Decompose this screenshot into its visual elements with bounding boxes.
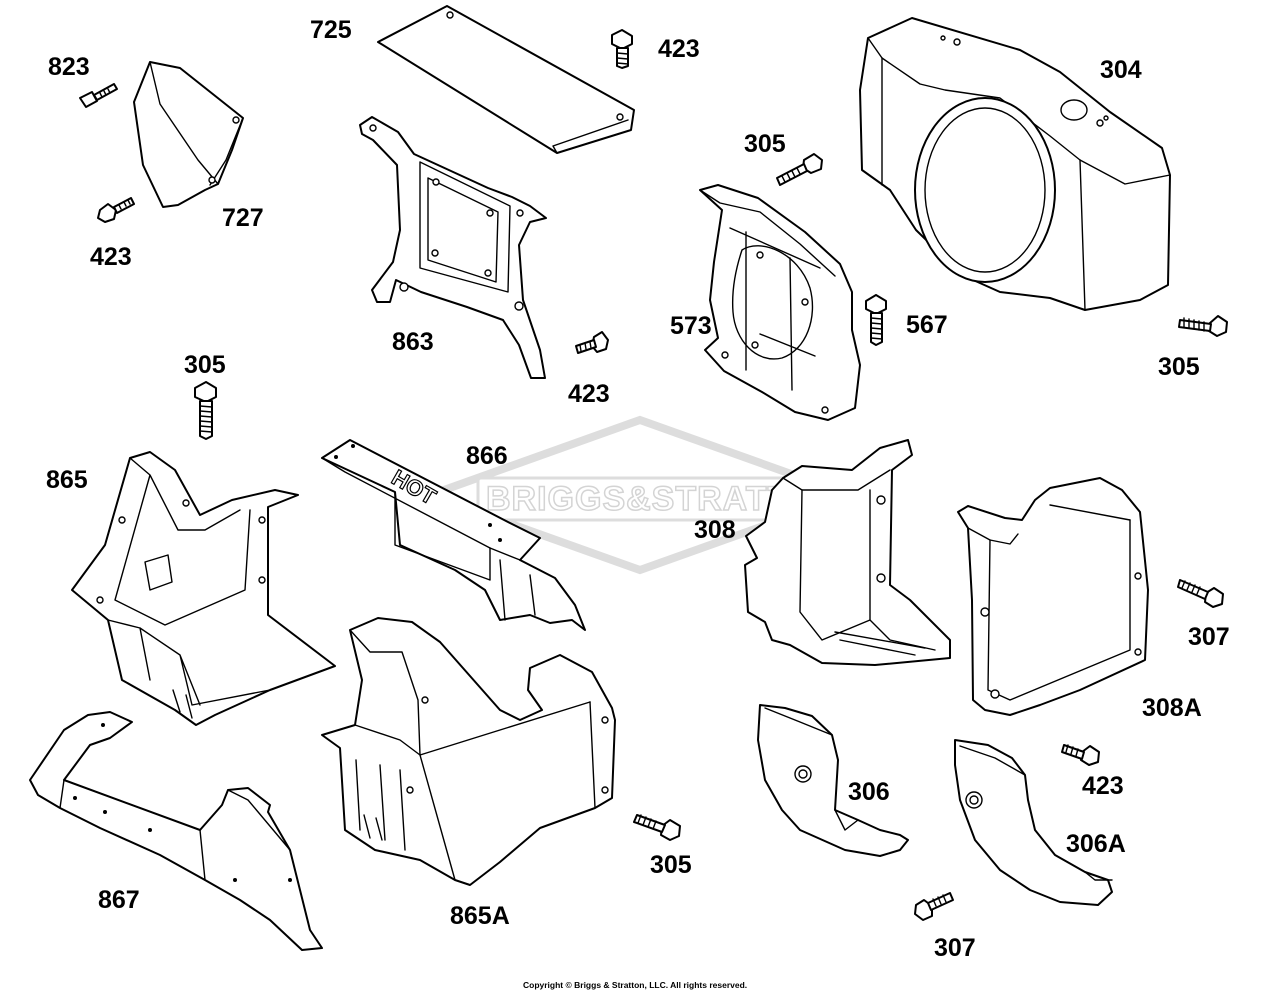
air-guide-865[interactable] bbox=[71, 451, 336, 726]
label-423-d: 423 bbox=[1082, 772, 1124, 800]
label-308: 308 bbox=[694, 516, 736, 544]
label-307-a: 307 bbox=[1188, 623, 1230, 651]
label-573: 573 bbox=[670, 312, 712, 340]
label-308A: 308A bbox=[1142, 694, 1202, 722]
shroud-308A[interactable] bbox=[957, 477, 1149, 716]
part-labels: 823 423 727 725 423 863 423 305 573 567 … bbox=[46, 16, 1230, 962]
label-305-b: 305 bbox=[1158, 353, 1200, 381]
label-823: 823 bbox=[48, 53, 90, 81]
label-306A: 306A bbox=[1066, 830, 1126, 858]
bolt-307-b[interactable] bbox=[914, 892, 954, 921]
label-307-b: 307 bbox=[934, 934, 976, 962]
label-306: 306 bbox=[848, 778, 890, 806]
label-423-b: 423 bbox=[658, 35, 700, 63]
bolt-305-c[interactable] bbox=[194, 381, 217, 440]
plate-725[interactable] bbox=[377, 5, 635, 154]
bolt-305-a[interactable] bbox=[776, 153, 823, 186]
bolt-567[interactable] bbox=[865, 294, 887, 346]
cover-306A[interactable] bbox=[954, 739, 1113, 906]
blower-housing-304[interactable] bbox=[859, 17, 1171, 311]
air-guide-865A[interactable] bbox=[321, 617, 616, 886]
cover-306[interactable] bbox=[757, 704, 909, 857]
label-423-a: 423 bbox=[90, 243, 132, 271]
label-305-c: 305 bbox=[184, 351, 226, 379]
label-305-d: 305 bbox=[650, 851, 692, 879]
bolt-423-b[interactable] bbox=[611, 29, 633, 69]
label-727: 727 bbox=[222, 204, 264, 232]
label-867: 867 bbox=[98, 886, 140, 914]
bracket-863[interactable] bbox=[359, 116, 547, 379]
deflector-727[interactable] bbox=[133, 61, 244, 208]
bolt-305-d[interactable] bbox=[633, 814, 681, 841]
shroud-308[interactable] bbox=[744, 439, 951, 666]
copyright-notice: Copyright © Briggs & Stratton, LLC. All … bbox=[523, 980, 747, 990]
label-567: 567 bbox=[906, 311, 948, 339]
label-865: 865 bbox=[46, 466, 88, 494]
label-304: 304 bbox=[1100, 56, 1142, 84]
bolt-423-c[interactable] bbox=[575, 331, 609, 354]
label-423-c: 423 bbox=[568, 380, 610, 408]
bolt-307-a[interactable] bbox=[1177, 579, 1224, 608]
bolt-423-d[interactable] bbox=[1061, 744, 1100, 766]
label-305-a: 305 bbox=[744, 130, 786, 158]
guide-867[interactable] bbox=[29, 711, 323, 951]
bolt-423-a[interactable] bbox=[97, 197, 135, 223]
label-865A: 865A bbox=[450, 902, 510, 930]
backplate-573[interactable] bbox=[699, 184, 861, 421]
label-725: 725 bbox=[310, 16, 352, 44]
bolt-305-b[interactable] bbox=[1178, 315, 1228, 337]
screw-823[interactable] bbox=[79, 83, 118, 108]
label-866: 866 bbox=[466, 442, 508, 470]
label-863: 863 bbox=[392, 328, 434, 356]
